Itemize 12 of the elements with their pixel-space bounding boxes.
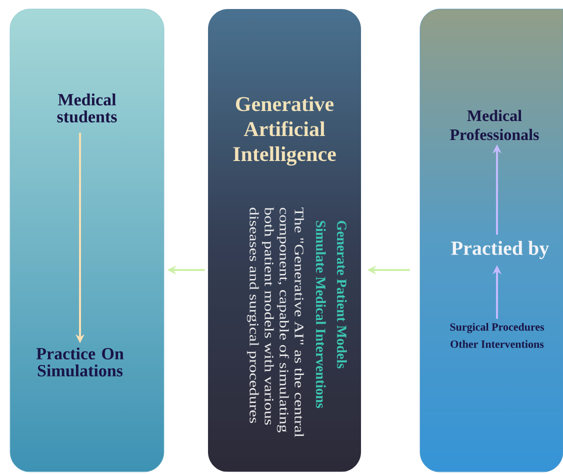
node-label: Practice On Simulations xyxy=(36,348,124,376)
node-label: Practied by xyxy=(451,240,549,260)
rotated-text: The "Generative AI" as the central component, capable of simulating both patient models with various diseases and surgical procedures xyxy=(246,207,304,438)
panel-heading: Generative Artificial Intelligence xyxy=(233,96,336,166)
panel xyxy=(420,8,563,472)
node-label: Other Interventions xyxy=(450,340,544,348)
node-label: Surgical Procedures xyxy=(450,322,544,334)
rotated-heading: Simulate Medical Interventions xyxy=(316,220,326,408)
rotated-heading: Generate Patient Models xyxy=(336,220,347,368)
panel xyxy=(10,8,164,472)
node-label: Medical Professionals xyxy=(450,110,539,140)
node-label: Medical students xyxy=(57,94,117,122)
